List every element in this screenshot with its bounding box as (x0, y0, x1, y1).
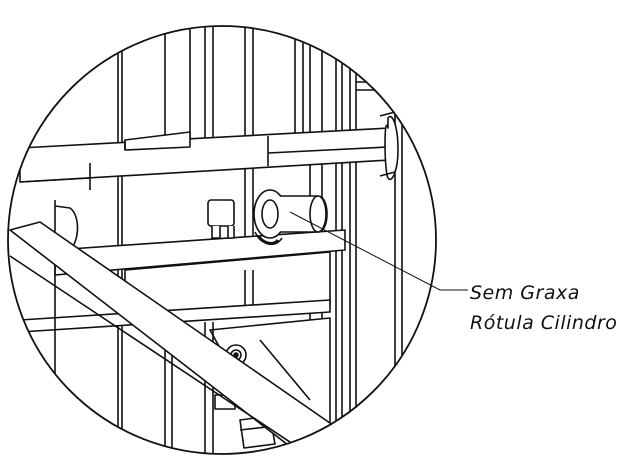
callout-label-line-1: Sem Graxa (470, 282, 580, 304)
upper-bracket (124, 131, 191, 151)
cylinder-joint (207, 189, 328, 245)
detail-circle-contents (9, 26, 403, 454)
callout-label-line-2: Rótula Cilindro (470, 312, 618, 334)
detail-circle-outline (7, 25, 437, 455)
callout-leader-line (289, 211, 468, 291)
